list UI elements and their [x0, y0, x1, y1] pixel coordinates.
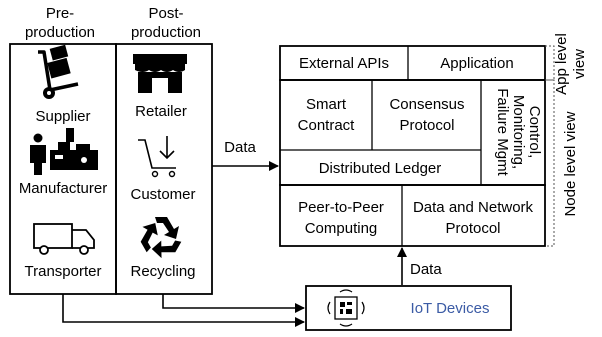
svg-text:Control,: Control, — [526, 106, 543, 159]
app-level-bracket — [545, 45, 555, 81]
recycling-label: Recycling — [130, 263, 195, 280]
app-level-view-label: App level view — [553, 33, 588, 95]
peer-to-peer-label-line1: Peer-to-Peer — [298, 199, 384, 216]
post-production-column — [115, 43, 213, 295]
external-apis-label: External APIs — [299, 55, 389, 72]
post-production-label-line2: production — [131, 24, 201, 41]
shopping-cart-icon — [138, 136, 176, 178]
node-level-bracket — [545, 79, 555, 247]
data-network-label-line2: Protocol — [445, 220, 500, 237]
manufacturer-label: Manufacturer — [19, 180, 107, 197]
pre-production-label-line1: Pre- — [46, 5, 74, 22]
iot-chip-icon — [327, 289, 365, 327]
transporter-label: Transporter — [25, 263, 102, 280]
data-label-top: Data — [224, 139, 256, 156]
pre-production-to-iot-arrow — [62, 294, 305, 327]
post-production-label-line1: Post- — [148, 5, 183, 22]
smart-contract-label-line1: Smart — [306, 96, 347, 113]
svg-text:Monitoring,: Monitoring, — [510, 95, 527, 169]
pre-production-label-line2: production — [25, 24, 95, 41]
consensus-label-line2: Protocol — [399, 117, 454, 134]
node-level-view-label: Node level view — [562, 111, 579, 216]
data-label-bottom: Data — [410, 261, 442, 278]
factory-worker-icon — [30, 128, 98, 175]
truck-icon — [33, 223, 95, 255]
smart-contract-label-line2: Contract — [298, 117, 356, 134]
storefront-icon — [133, 54, 187, 93]
distributed-ledger-label: Distributed Ledger — [319, 160, 442, 177]
iot-devices-box — [305, 285, 512, 331]
svg-text:App level: App level — [553, 33, 570, 95]
application-label: Application — [440, 55, 513, 72]
consensus-label-line1: Consensus — [389, 96, 464, 113]
customer-label: Customer — [130, 186, 195, 203]
network-layer-box — [279, 184, 546, 247]
recycling-icon — [140, 217, 182, 259]
supplier-label: Supplier — [35, 108, 90, 125]
hand-truck-icon — [38, 44, 79, 99]
retailer-label: Retailer — [135, 103, 187, 120]
post-production-to-iot-arrow — [162, 294, 305, 313]
data-network-label-line1: Data and Network — [413, 199, 534, 216]
iot-devices-label: IoT Devices — [411, 300, 490, 317]
svg-text:view: view — [571, 49, 588, 79]
control-monitoring-label: Control, Monitoring, Failure Mgmt — [494, 88, 543, 176]
svg-text:Failure Mgmt: Failure Mgmt — [494, 88, 511, 176]
peer-to-peer-label-line2: Computing — [305, 220, 378, 237]
